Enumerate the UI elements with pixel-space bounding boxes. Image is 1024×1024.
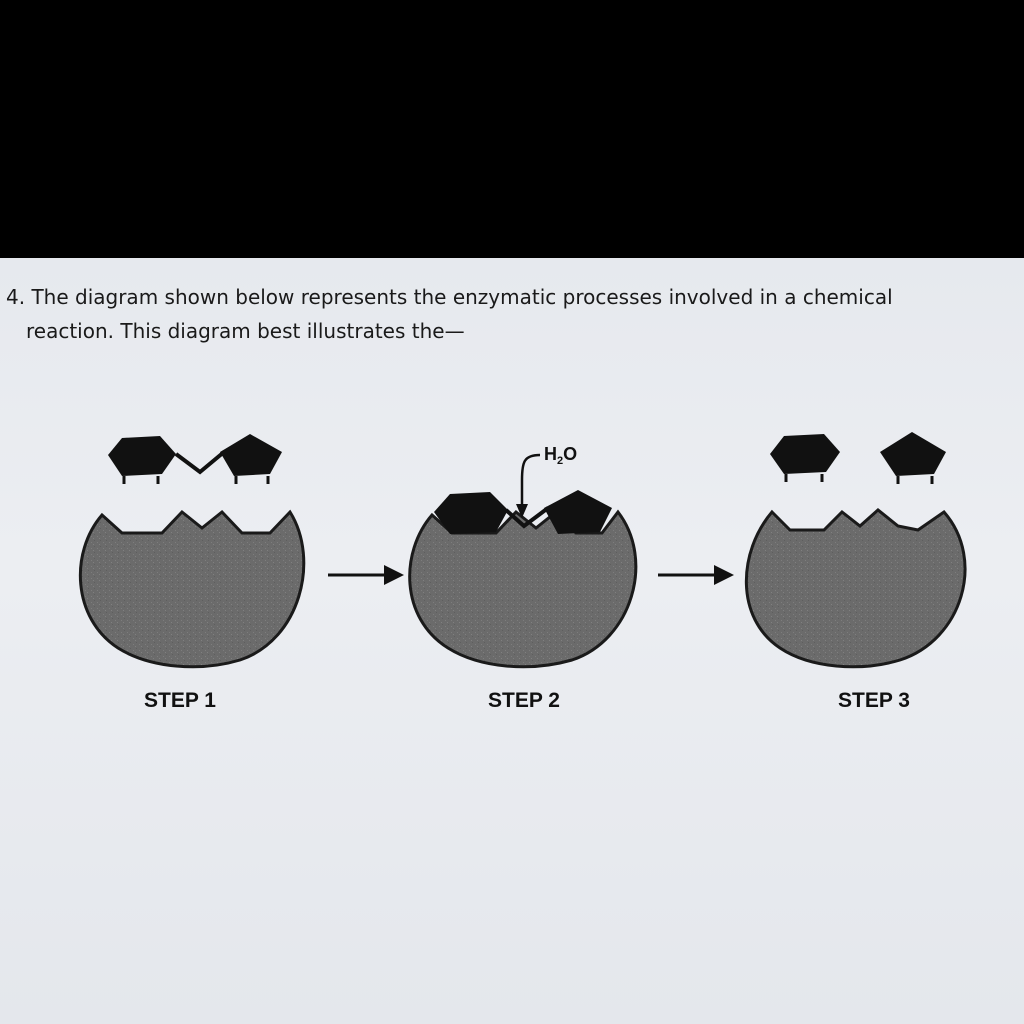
dark-background <box>0 0 1024 258</box>
step-2-substrate-bound <box>434 490 612 534</box>
step-3-label: STEP 3 <box>838 689 910 712</box>
step-2-label: STEP 2 <box>488 689 560 712</box>
water-arrow: H2O <box>516 444 577 518</box>
water-label: H2O <box>544 444 577 467</box>
question-text: 4. The diagram shown below represents th… <box>6 280 1006 348</box>
question-line-2: reaction. This diagram best illustrates … <box>26 319 465 343</box>
step-1-enzyme <box>78 509 306 669</box>
question-line-1-text: The diagram shown below represents the e… <box>31 285 893 309</box>
step-2-enzyme <box>408 509 638 669</box>
arrow-step-2-to-3 <box>658 565 734 585</box>
step-1-substrate <box>108 434 282 484</box>
question-line-1: 4. The diagram shown below represents th… <box>6 280 1006 314</box>
step-3-product-right <box>880 432 946 484</box>
arrow-step-1-to-2 <box>328 565 404 585</box>
step-3-enzyme <box>744 508 967 669</box>
question-number: 4. <box>6 285 26 309</box>
step-1-label: STEP 1 <box>144 689 216 712</box>
step-3-product-left <box>770 434 840 482</box>
